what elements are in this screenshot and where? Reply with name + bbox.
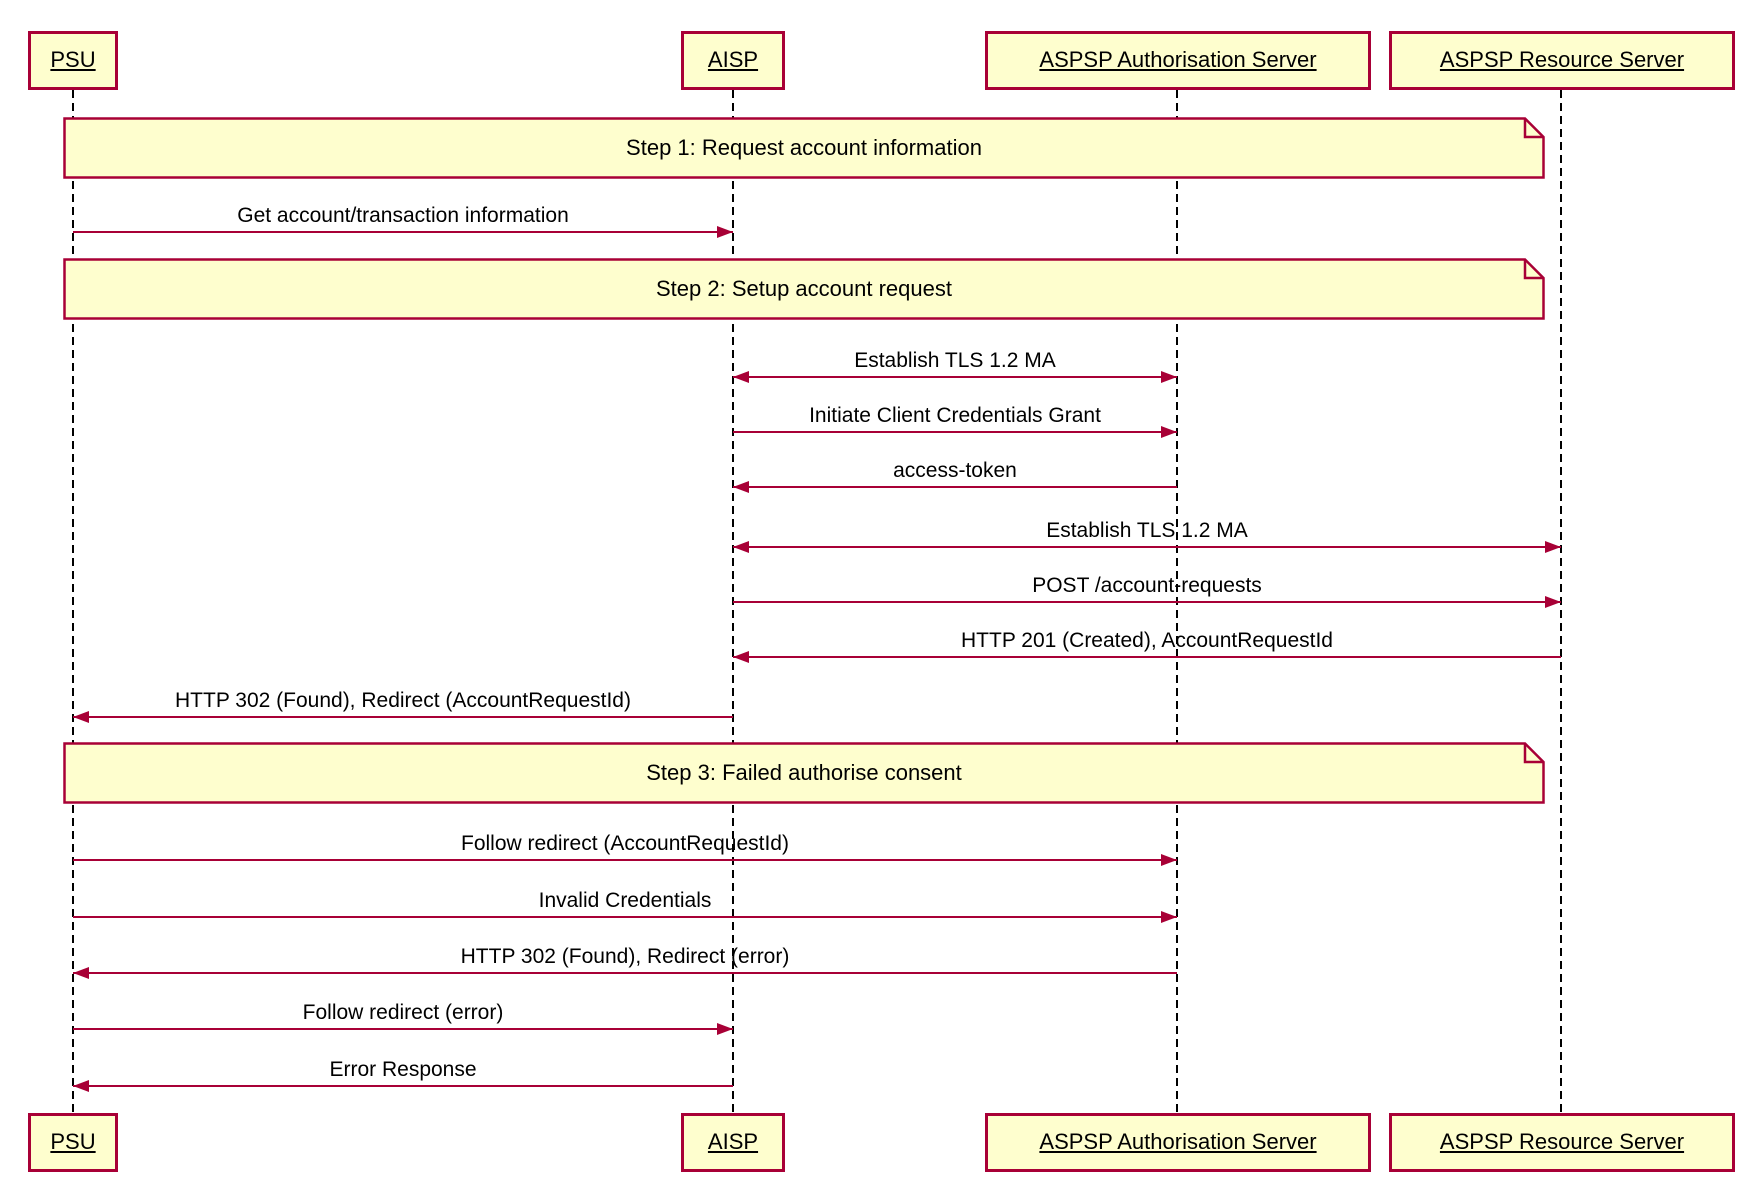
arrowhead-right <box>1161 911 1177 923</box>
note-shape <box>63 117 1545 179</box>
arrowhead-left <box>73 1080 89 1092</box>
message-arrow <box>73 1080 733 1092</box>
lifeline-aspsp-resource-server <box>1560 90 1562 1113</box>
message-label: Get account/transaction information <box>237 204 569 227</box>
message-label: Establish TLS 1.2 MA <box>1046 519 1248 542</box>
message-invalid-credentials: Invalid Credentials <box>73 888 1177 923</box>
message-arrow <box>733 651 1561 663</box>
message-arrow <box>733 371 1177 383</box>
note-step-1: Step 1: Request account information <box>63 117 1545 179</box>
note-label: Step 2: Setup account request <box>656 276 952 301</box>
message-establish-tls-auth: Establish TLS 1.2 MA <box>733 348 1177 383</box>
message-follow-redirect-accountrequestid: Follow redirect (AccountRequestId) <box>73 831 1177 866</box>
note-shape <box>63 742 1545 804</box>
message-label: Error Response <box>329 1058 477 1081</box>
arrowhead-left <box>733 371 749 383</box>
message-get-account-info: Get account/transaction information <box>73 203 733 238</box>
note-step-2: Step 2: Setup account request <box>63 258 1545 320</box>
message-post-account-requests: POST /account-requests <box>733 573 1561 608</box>
message-label: Follow redirect (AccountRequestId) <box>461 832 789 855</box>
note-shape <box>63 258 1545 320</box>
message-label: Initiate Client Credentials Grant <box>809 404 1101 427</box>
arrowhead-right <box>1161 371 1177 383</box>
message-arrow <box>73 711 733 723</box>
arrowhead-left <box>733 541 749 553</box>
message-error-response: Error Response <box>73 1057 733 1092</box>
participant-aspsp-resource-server-top: ASPSP Resource Server <box>1389 31 1735 90</box>
message-arrow <box>73 911 1177 923</box>
message-arrow <box>733 541 1561 553</box>
arrowhead-right <box>1545 596 1561 608</box>
arrowhead-left <box>733 481 749 493</box>
note-label: Step 3: Failed authorise consent <box>646 760 962 785</box>
message-label: access-token <box>893 459 1017 482</box>
message-label: Invalid Credentials <box>538 889 712 912</box>
arrowhead-left <box>73 967 89 979</box>
message-access-token: access-token <box>733 458 1177 493</box>
message-initiate-client-credentials: Initiate Client Credentials Grant <box>733 403 1177 438</box>
arrowhead-right <box>717 1023 733 1035</box>
message-arrow <box>733 426 1177 438</box>
participant-aisp-bottom: AISP <box>681 1113 785 1172</box>
arrowhead-left <box>733 651 749 663</box>
message-arrow <box>73 226 733 238</box>
note-label: Step 1: Request account information <box>626 135 982 160</box>
message-arrow <box>73 854 1177 866</box>
message-arrow <box>733 481 1177 493</box>
participant-aspsp-resource-server-bottom: ASPSP Resource Server <box>1389 1113 1735 1172</box>
participant-psu-top: PSU <box>28 31 118 90</box>
message-label: POST /account-requests <box>1032 574 1262 597</box>
message-establish-tls-resource: Establish TLS 1.2 MA <box>733 518 1561 553</box>
message-arrow <box>73 1023 733 1035</box>
arrowhead-right <box>1161 854 1177 866</box>
lifeline-psu <box>72 90 74 1113</box>
participant-aisp-top: AISP <box>681 31 785 90</box>
message-http-302-redirect-accountrequestid: HTTP 302 (Found), Redirect (AccountReque… <box>73 688 733 723</box>
note-fold-icon <box>1523 118 1544 139</box>
message-label: HTTP 302 (Found), Redirect (error) <box>460 945 790 968</box>
note-fold-icon <box>1523 259 1544 280</box>
arrowhead-right <box>1161 426 1177 438</box>
arrowhead-left <box>73 711 89 723</box>
participant-aspsp-auth-server-top: ASPSP Authorisation Server <box>985 31 1371 90</box>
message-label: Follow redirect (error) <box>302 1001 504 1024</box>
message-label: HTTP 201 (Created), AccountRequestId <box>961 629 1333 652</box>
arrowhead-right <box>1545 541 1561 553</box>
message-arrow <box>73 967 1177 979</box>
note-step-3: Step 3: Failed authorise consent <box>63 742 1545 804</box>
participant-psu-bottom: PSU <box>28 1113 118 1172</box>
message-http-201-created: HTTP 201 (Created), AccountRequestId <box>733 628 1561 663</box>
message-follow-redirect-error: Follow redirect (error) <box>73 1000 733 1035</box>
message-label: Establish TLS 1.2 MA <box>854 349 1056 372</box>
arrowhead-right <box>717 226 733 238</box>
participant-aspsp-auth-server-bottom: ASPSP Authorisation Server <box>985 1113 1371 1172</box>
note-fold-icon <box>1523 743 1544 764</box>
message-arrow <box>733 596 1561 608</box>
message-label: HTTP 302 (Found), Redirect (AccountReque… <box>175 689 631 712</box>
message-http-302-redirect-error: HTTP 302 (Found), Redirect (error) <box>73 944 1177 979</box>
